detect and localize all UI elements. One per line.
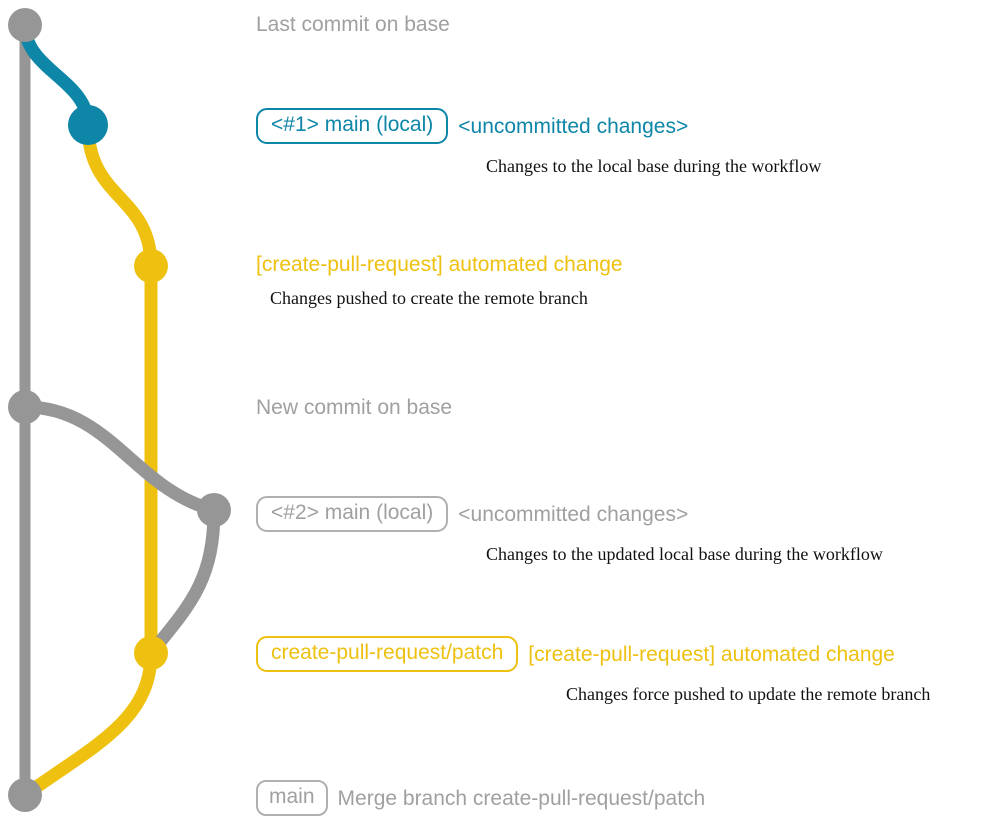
commit-subject: [create-pull-request] automated change <box>256 253 623 276</box>
commit-subject: <uncommitted changes> <box>458 502 689 526</box>
commit-entry-base-last: Last commit on base <box>256 14 450 35</box>
graph-lanes <box>8 8 231 812</box>
lane-local-main-2 <box>18 400 221 517</box>
commit-entry-local-main-2: <#2> main (local) <uncommitted changes> … <box>256 496 883 563</box>
commit-subject: New commit on base <box>256 396 453 419</box>
commit-entry-patch-1: [create-pull-request] automated change C… <box>256 254 623 307</box>
commit-subject: <uncommitted changes> <box>458 114 689 138</box>
node-base-last[interactable] <box>8 8 42 42</box>
commit-entry-local-main-1: <#1> main (local) <uncommitted changes> … <box>256 108 821 175</box>
commit-subject: Merge branch create-pull-request/patch <box>337 786 706 810</box>
branch-badge-local-main-1[interactable]: <#1> main (local) <box>256 108 449 145</box>
commit-subject: Last commit on base <box>256 13 450 36</box>
node-local-main-2[interactable] <box>197 493 231 527</box>
branch-badge-local-main-2[interactable]: <#2> main (local) <box>256 496 449 533</box>
commit-entry-base-new: New commit on base <box>256 397 452 418</box>
commit-entry-patch-2: create-pull-request/patch [create-pull-r… <box>256 636 930 703</box>
lane-patch-merge <box>18 646 158 802</box>
node-merge[interactable] <box>8 778 42 812</box>
node-patch-2[interactable] <box>134 636 168 670</box>
node-local-main-1[interactable] <box>68 105 108 145</box>
branch-badge-main[interactable]: main <box>256 780 328 817</box>
commit-description: Changes pushed to create the remote bran… <box>270 288 588 308</box>
commit-description: Changes to the local base during the wor… <box>486 156 822 177</box>
commit-subject: [create-pull-request] automated change <box>528 642 895 666</box>
node-base-new[interactable] <box>8 390 42 424</box>
commit-description: Changes force pushed to update the remot… <box>566 684 931 705</box>
node-patch-1[interactable] <box>134 249 168 283</box>
lane-patch-branch-upper <box>81 118 158 273</box>
lane-local-main-2-to-patch <box>144 503 221 660</box>
commit-entry-merge: main Merge branch create-pull-request/pa… <box>256 780 706 817</box>
commit-description: Changes to the updated local base during… <box>486 544 883 565</box>
branch-badge-patch[interactable]: create-pull-request/patch <box>256 636 519 673</box>
